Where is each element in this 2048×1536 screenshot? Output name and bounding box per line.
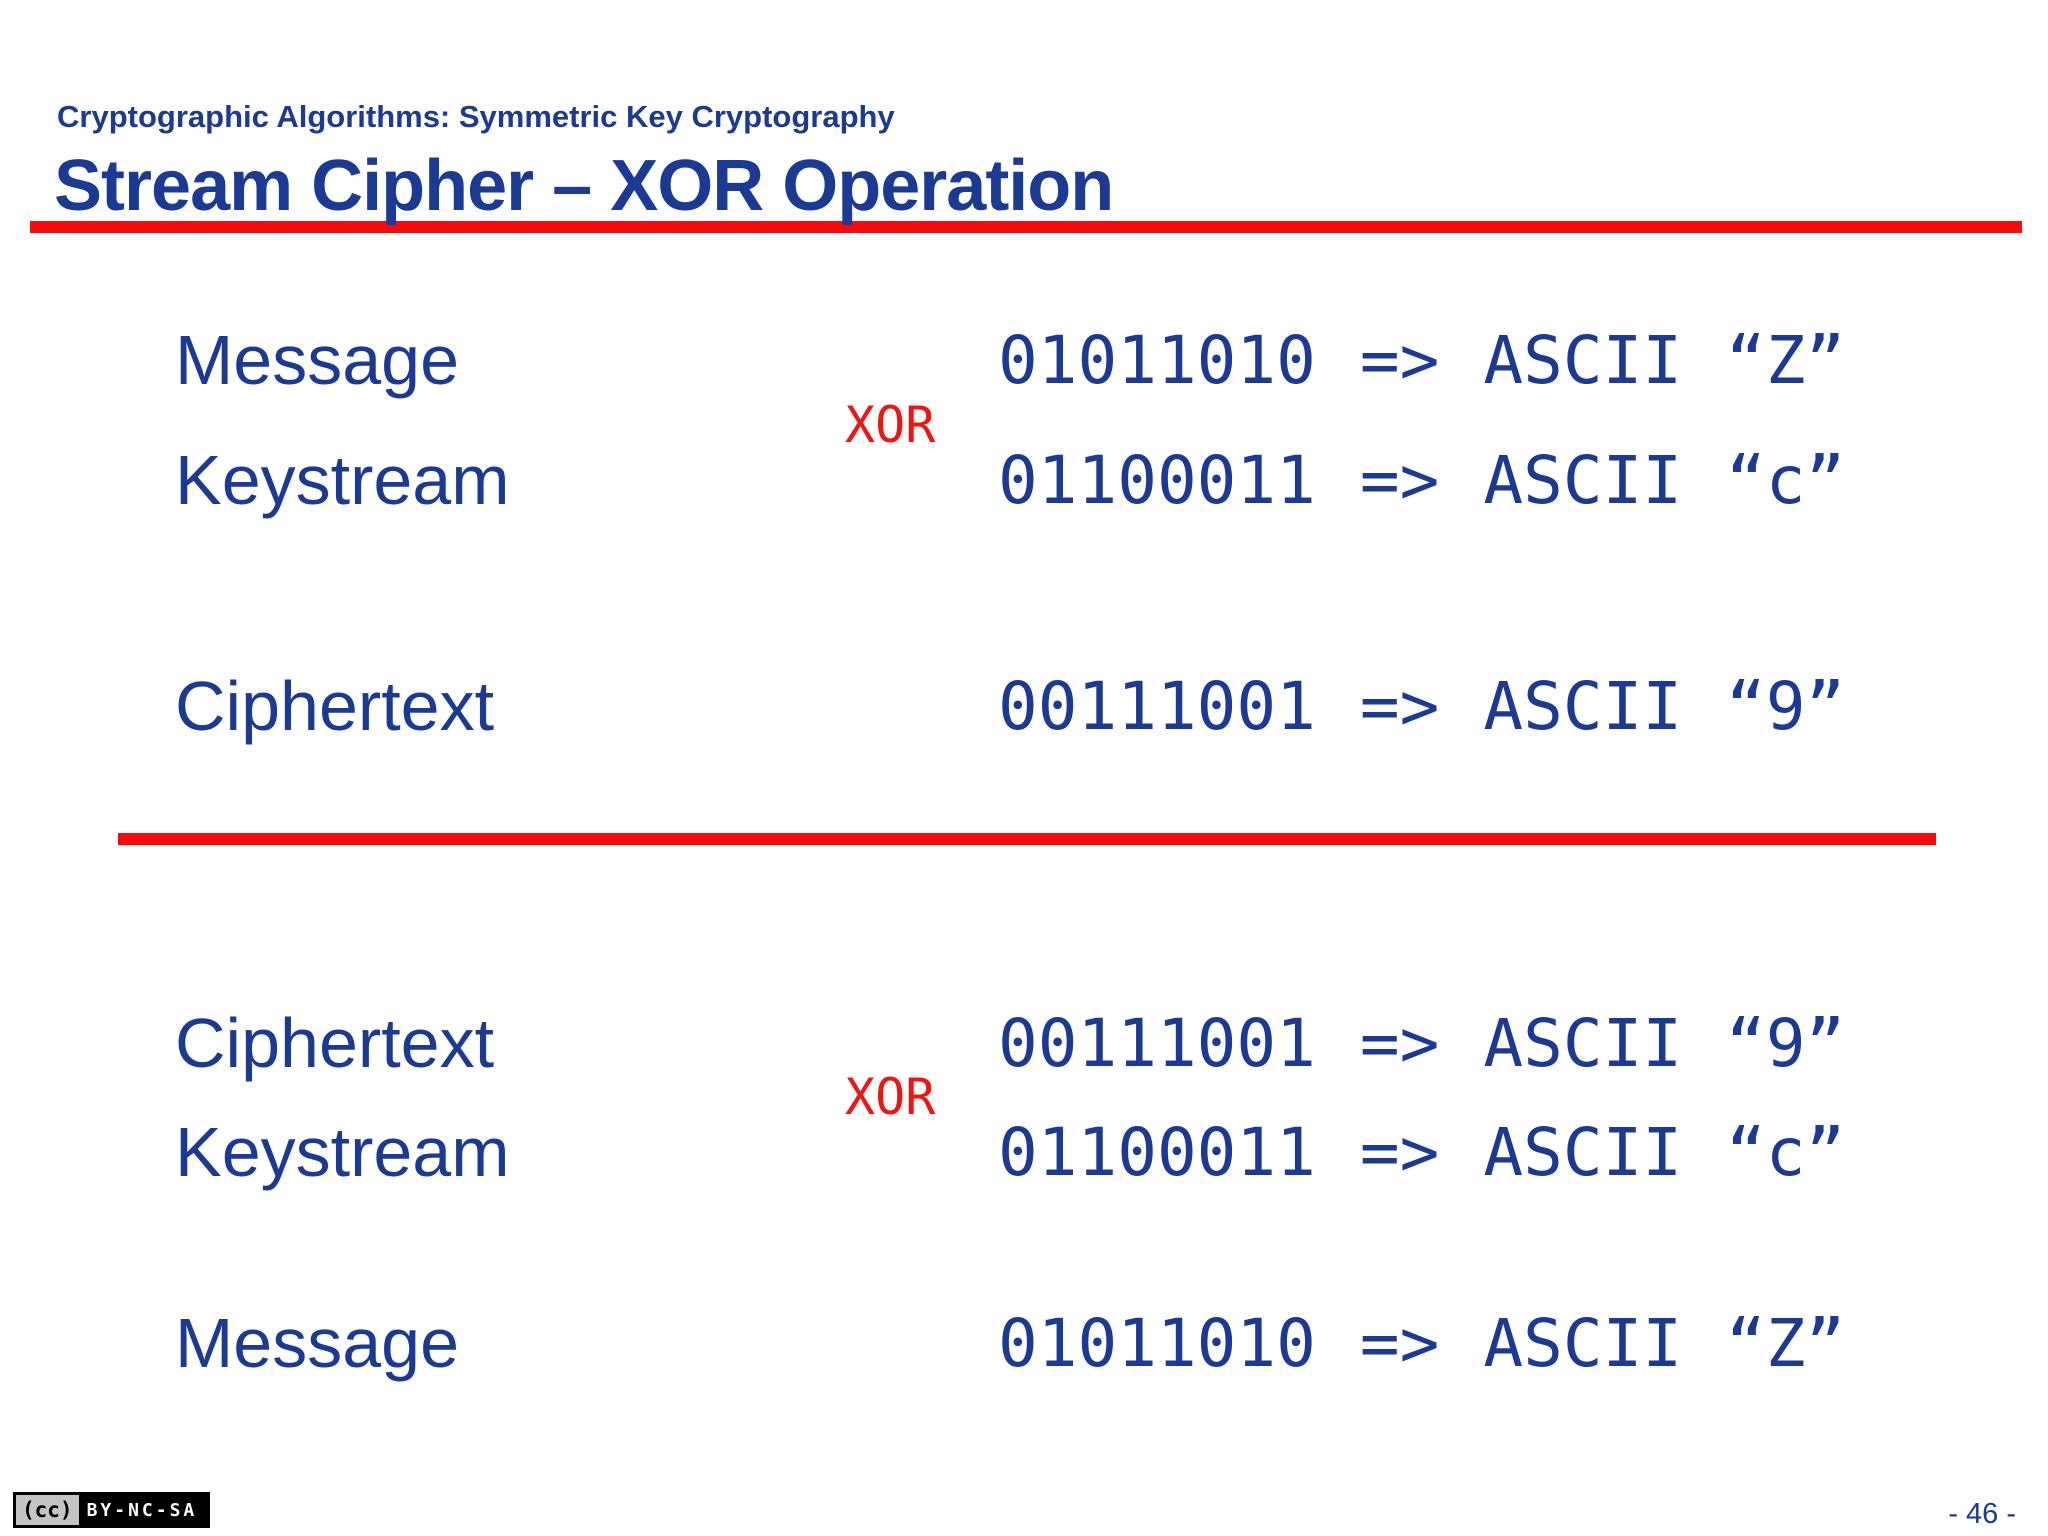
arrow-glyph: => — [1359, 1305, 1440, 1382]
ascii-char: “Z” — [1726, 322, 1846, 399]
cc-license-badge: (cc) BY-NC-SA — [13, 1492, 211, 1528]
kicker-text: Cryptographic Algorithms: Symmetric Key … — [57, 99, 895, 134]
ascii-word: ASCII — [1483, 668, 1683, 745]
row-value: 01011010=>ASCII“Z” — [998, 328, 1845, 394]
ascii-word: ASCII — [1483, 442, 1683, 519]
binary-value: 01011010 — [998, 1305, 1316, 1382]
page-number: - 46 - — [1948, 1498, 2016, 1530]
title-underline — [30, 221, 2022, 233]
decrypt-row-message: Message 01011010=>ASCII“Z” — [175, 1308, 1845, 1394]
row-label: Keystream — [175, 1113, 510, 1191]
arrow-glyph: => — [1359, 322, 1440, 399]
encrypt-row-ciphertext: Ciphertext 00111001=>ASCII“9” — [175, 671, 1845, 757]
binary-value: 00111001 — [998, 668, 1316, 745]
binary-value: 01011010 — [998, 322, 1316, 399]
page-title: Stream Cipher – XOR Operation — [54, 146, 1114, 226]
ascii-char: “9” — [1726, 668, 1846, 745]
ascii-char: “c” — [1726, 442, 1846, 519]
arrow-glyph: => — [1359, 1005, 1440, 1082]
ascii-word: ASCII — [1483, 1005, 1683, 1082]
arrow-glyph: => — [1359, 1114, 1440, 1191]
binary-value: 00111001 — [998, 1005, 1316, 1082]
ascii-char: “9” — [1726, 1005, 1846, 1082]
row-label: Ciphertext — [175, 667, 495, 745]
ascii-char: “Z” — [1726, 1305, 1846, 1382]
row-value: 01100011=>ASCII“c” — [998, 448, 1845, 514]
cc-logo-icon: (cc) — [16, 1495, 79, 1525]
row-label: Message — [175, 321, 460, 399]
decrypt-row-keystream: Keystream 01100011=>ASCII“c” — [175, 1117, 1845, 1203]
row-value: 00111001=>ASCII“9” — [998, 674, 1845, 740]
ascii-word: ASCII — [1483, 1114, 1683, 1191]
row-label: Ciphertext — [175, 1004, 495, 1082]
binary-value: 01100011 — [998, 442, 1316, 519]
decrypt-row-ciphertext: Ciphertext 00111001=>ASCII“9” — [175, 1008, 1845, 1094]
xor-operator-decrypt: XOR — [845, 1068, 936, 1126]
encrypt-row-keystream: Keystream 01100011=>ASCII“c” — [175, 445, 1845, 531]
row-value: 01100011=>ASCII“c” — [998, 1120, 1845, 1186]
cc-license-label: BY-NC-SA — [78, 1495, 208, 1525]
encrypt-row-message: Message 01011010=>ASCII“Z” — [175, 325, 1845, 411]
row-label: Message — [175, 1304, 460, 1382]
row-label: Keystream — [175, 441, 510, 519]
ascii-char: “c” — [1726, 1114, 1846, 1191]
xor-operator-encrypt: XOR — [845, 396, 936, 454]
binary-value: 01100011 — [998, 1114, 1316, 1191]
section-divider — [118, 833, 1936, 845]
row-value: 01011010=>ASCII“Z” — [998, 1311, 1845, 1377]
ascii-word: ASCII — [1483, 1305, 1683, 1382]
ascii-word: ASCII — [1483, 322, 1683, 399]
arrow-glyph: => — [1359, 442, 1440, 519]
arrow-glyph: => — [1359, 668, 1440, 745]
row-value: 00111001=>ASCII“9” — [998, 1011, 1845, 1077]
